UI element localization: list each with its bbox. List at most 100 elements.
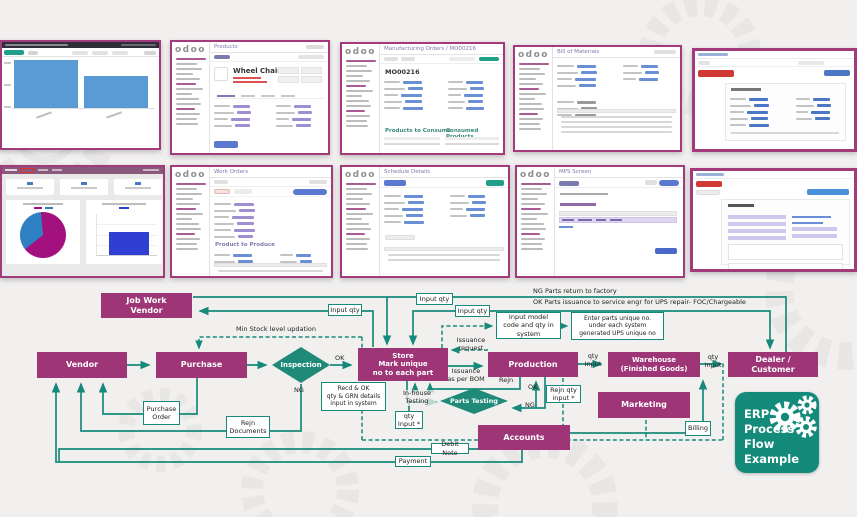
status-pill (824, 70, 850, 76)
notes-box (728, 263, 843, 269)
pie-chart-panel (6, 200, 80, 264)
breadcrumb: Manufacturing Orders / MO00216 (384, 46, 476, 52)
erp-process-flow-badge: ERP Process Flow Example (735, 392, 819, 473)
node-warehouse: Warehouse (Finished Goods) (608, 352, 700, 377)
form-tabs (214, 94, 324, 99)
bar-axes (96, 214, 157, 256)
tag-billing: Billing (685, 421, 711, 436)
screenshot-legacy-form (692, 48, 857, 152)
status-pill (659, 179, 679, 186)
schedule-main: Schedule Details (380, 167, 508, 276)
odoo-logo: odoo (345, 47, 376, 57)
status-arrow (807, 189, 849, 195)
start-button (384, 180, 406, 186)
label-ok-parts-testing: OK (528, 383, 538, 391)
tag-payment: Payment (395, 456, 431, 467)
tag-debit-note: Debit Note (431, 440, 469, 457)
badge-text: ERP Process Flow Example (744, 407, 799, 467)
odoo-sidebar: odoo (515, 47, 553, 150)
label-ok-inspection: OK (335, 354, 345, 362)
node-job-work-vendor: Job Work Vendor (101, 293, 192, 318)
kpi-card-3 (114, 179, 162, 195)
breadcrumb: Work Orders (214, 169, 249, 175)
screenshot-mps: odoo MPS Screen (515, 165, 685, 278)
label-ng-inspection: NG (294, 386, 304, 394)
label-inhouse-testing: In-house Testing (398, 389, 436, 406)
screenshot-manufacturing-order: odoo Manufacturing Orders / MO00216 MO00… (340, 42, 505, 155)
tag-rejn-qty-input: Rejn qty input * (546, 385, 581, 403)
form-card (721, 199, 850, 269)
chart-bar (109, 232, 149, 255)
new-button (4, 50, 24, 55)
comment-box (728, 244, 843, 260)
node-purchase: Purchase (156, 352, 247, 378)
product-image-placeholder (214, 67, 228, 81)
odoo-logo: odoo (175, 45, 206, 55)
chart-bar-1 (14, 60, 78, 108)
screenshot-product-form: odoo Products Wheel Chair (170, 40, 330, 155)
breadcrumb: Products (214, 44, 238, 50)
screenshot-legacy-project-form (690, 168, 857, 272)
odoo-logo: odoo (175, 170, 206, 180)
screenshot-dashboard (0, 165, 165, 278)
product-to-produce-header: Product to Produce (215, 242, 275, 248)
label-issuance-bom: Issuance as per BOM (447, 367, 485, 383)
action-button (696, 181, 722, 187)
highlighted-row (559, 217, 677, 223)
action-button (479, 57, 499, 61)
schedule-table (384, 247, 504, 261)
odoo-sidebar: odoo (172, 167, 210, 276)
label-issuance-request: Issuance request (456, 336, 486, 352)
highlighted-menu-item (20, 167, 34, 173)
node-accounts: Accounts (478, 425, 570, 450)
mo-title: MO00216 (385, 68, 420, 76)
odoo-logo: odoo (520, 170, 551, 180)
mo-main: Manufacturing Orders / MO00216 MO00216 P… (380, 44, 503, 153)
tag-input-qty-jobwork: Input qty (328, 304, 362, 316)
mps-main: MPS Screen (555, 167, 683, 276)
product-title: Wheel Chair (233, 67, 281, 75)
odoo-sidebar: odoo (342, 167, 380, 276)
gears-icon (769, 395, 817, 438)
label-qty-input-warehouse: qty Input (584, 352, 602, 368)
legacy-main (695, 51, 854, 149)
danger-chip (214, 189, 230, 194)
report-toolbar (2, 48, 159, 57)
stat-buttons (278, 67, 324, 83)
tag-input-model-code: Input model code and qty in system (496, 312, 561, 339)
screenshot-schedule-details: odoo Schedule Details (340, 165, 510, 278)
products-to-consume-header: Products to Consume (385, 128, 452, 134)
breadcrumb: Bill of Materials (557, 49, 600, 55)
tag-enter-parts-unique-no: Enter parts unique no. under each system… (571, 312, 664, 340)
screenshot-work-order: odoo Work Orders Product to Produce (170, 165, 333, 278)
bom-main: Bill of Materials (553, 47, 680, 150)
pie-chart (20, 212, 66, 258)
add-item-link (559, 226, 573, 228)
label-qty-input-dealer: qty Input (704, 353, 722, 369)
bar-chart-panel (86, 200, 162, 264)
node-vendor: Vendor (37, 352, 127, 378)
product-main: Products Wheel Chair (210, 42, 328, 153)
save-button (214, 141, 238, 148)
mps-table (559, 211, 677, 228)
odoo-logo: odoo (518, 50, 549, 60)
confirm-button (486, 180, 504, 186)
browser-titlebar (2, 42, 159, 48)
kpi-card-2 (60, 179, 108, 195)
screenshot-report-bar-chart (0, 40, 161, 150)
apply-button (559, 180, 579, 186)
label-min-stock: Min Stock level updation (236, 325, 316, 333)
node-marketing: Marketing (598, 392, 690, 418)
form-card (725, 83, 846, 141)
label-ng-parts-return: NG Parts return to factory (533, 287, 617, 295)
components-table (557, 109, 676, 133)
node-dealer-customer: Dealer / Customer (728, 352, 818, 377)
odoo-navbar (2, 167, 163, 174)
bar-chart-area (2, 58, 159, 148)
confirm-button (655, 248, 677, 254)
odoo-logo: odoo (345, 170, 376, 180)
label-rejn: Rejn (499, 376, 514, 384)
tag-qty-input-star: qty Input * (395, 411, 423, 429)
node-production: Production (488, 352, 578, 377)
